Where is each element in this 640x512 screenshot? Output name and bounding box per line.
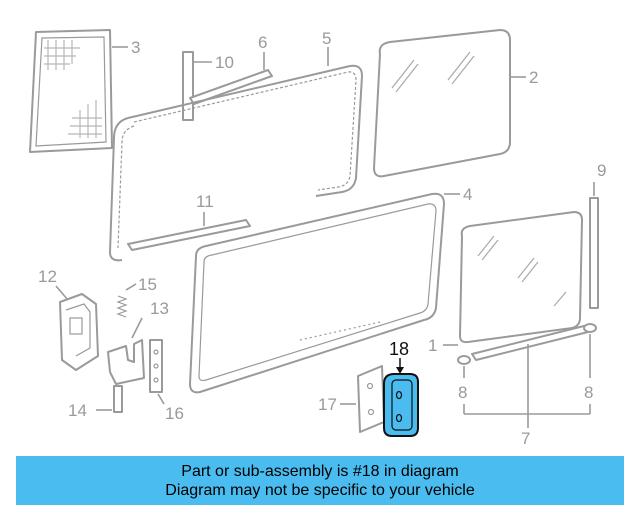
part-7-track: 7 (471, 325, 589, 448)
callout-16: 16 (165, 404, 184, 423)
banner-line-1: Part or sub-assembly is #18 in diagram (181, 462, 459, 480)
part-13-bracket: 13 (107, 299, 169, 385)
parts-diagram: 3 10 6 5 11 2 (29, 29, 606, 448)
part-15-spring: 15 (116, 275, 157, 318)
callout-11: 11 (196, 192, 214, 211)
part-14-pin: 14 (68, 385, 123, 420)
callout-17: 17 (318, 395, 337, 414)
part-1-glass: 1 (428, 211, 583, 355)
callout-4: 4 (463, 185, 472, 204)
banner-line-2: Diagram may not be specific to your vehi… (165, 481, 475, 499)
part-8-guides: 8 8 (457, 323, 597, 415)
part-9-rod: 9 (589, 161, 606, 309)
callout-2: 2 (529, 68, 538, 87)
part-3-mesh-window: 3 (29, 29, 140, 153)
part-5-seal: 5 (109, 29, 363, 262)
part-16-hinge-plate: 16 (149, 339, 184, 423)
callout-12: 12 (38, 267, 57, 286)
callout-10: 10 (215, 53, 234, 72)
callout-6: 6 (258, 33, 267, 52)
callout-8-left: 8 (458, 383, 467, 402)
part-12-latch: 12 (38, 267, 99, 371)
callout-13: 13 (150, 299, 169, 318)
part-4-frame: 4 (189, 185, 472, 394)
callout-18: 18 (389, 339, 409, 359)
callout-1: 1 (428, 336, 437, 355)
part-18-pad-highlighted: 18 (383, 339, 419, 437)
callout-8-right: 8 (584, 383, 593, 402)
callout-7: 7 (521, 429, 530, 448)
callout-5: 5 (322, 29, 331, 48)
callout-3: 3 (131, 38, 140, 57)
part-11-strip: 11 (127, 192, 251, 251)
callout-14: 14 (68, 401, 87, 420)
part-10-strip: 10 (182, 51, 234, 121)
part-2-glass: 2 (373, 29, 538, 178)
callout-9: 9 (597, 161, 606, 180)
info-banner: Part or sub-assembly is #18 in diagram D… (16, 456, 624, 505)
callout-15: 15 (138, 275, 157, 294)
part-17-plate: 17 (318, 365, 385, 433)
